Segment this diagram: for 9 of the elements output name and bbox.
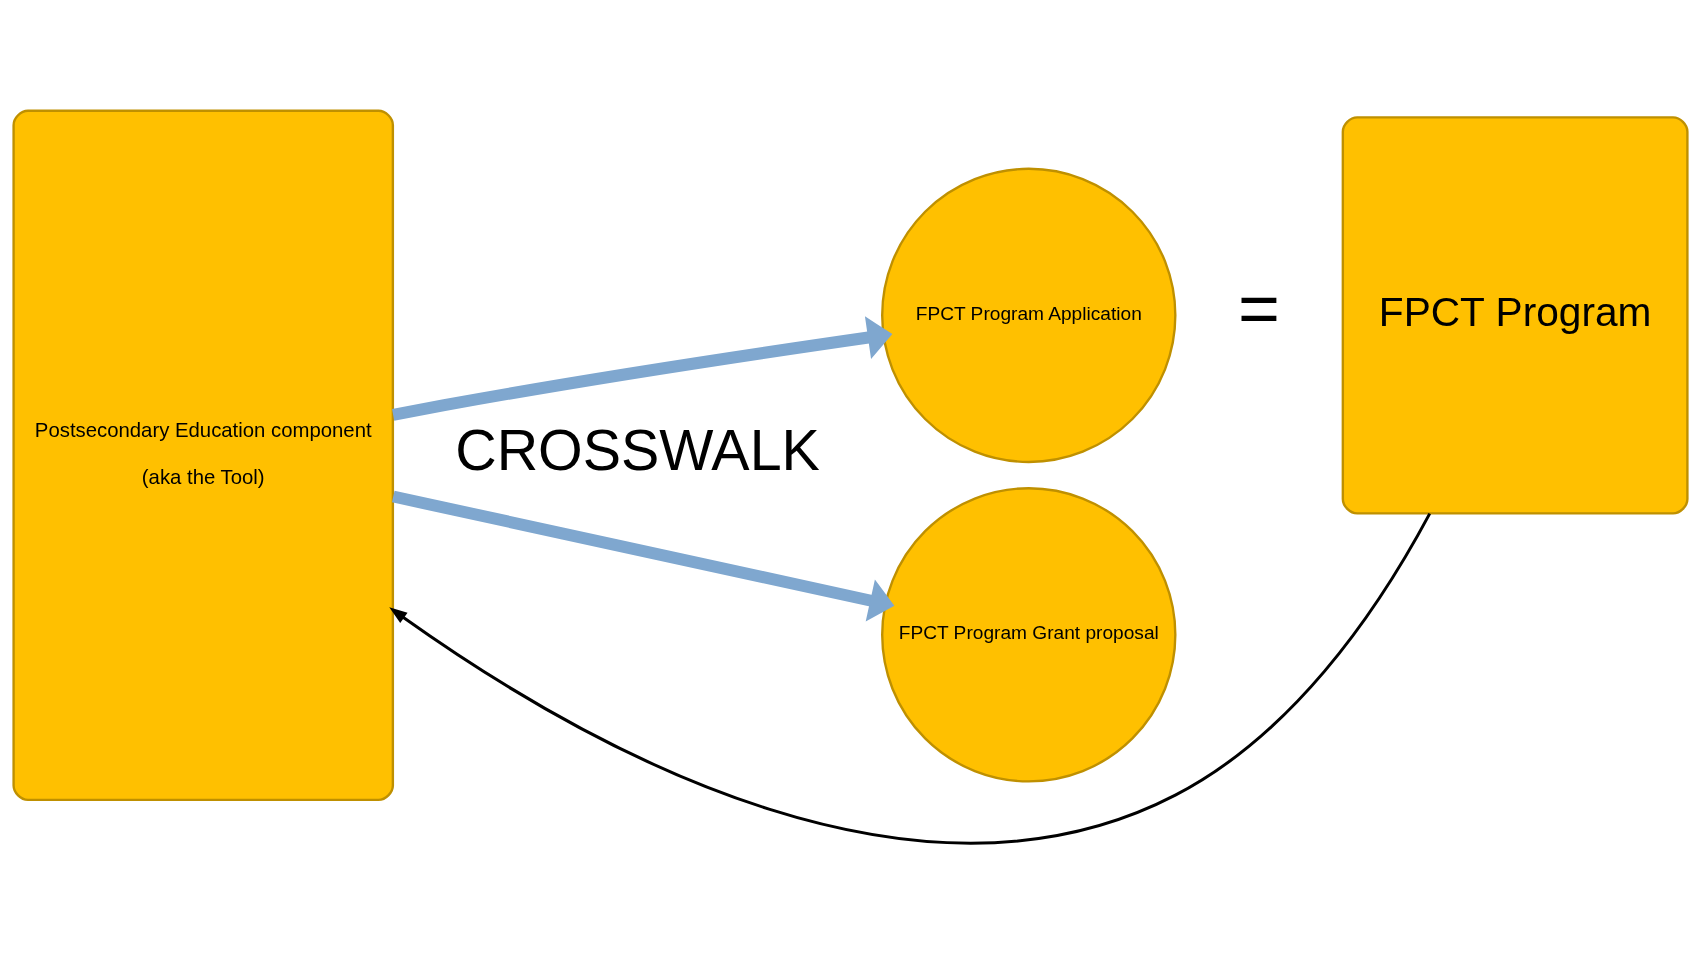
label: = xyxy=(1238,267,1281,348)
node-circle: FPCT Program Application xyxy=(881,167,1177,463)
arrow xyxy=(392,315,893,421)
arrow xyxy=(392,490,895,622)
label: CROSSWALK xyxy=(455,417,820,482)
arrow xyxy=(389,512,1431,844)
node-box: FPCT Program xyxy=(1341,115,1689,515)
node-box: Postsecondary Education component (aka the Tool) xyxy=(12,109,395,801)
node-circle: FPCT Program Grant proposal xyxy=(881,486,1177,783)
